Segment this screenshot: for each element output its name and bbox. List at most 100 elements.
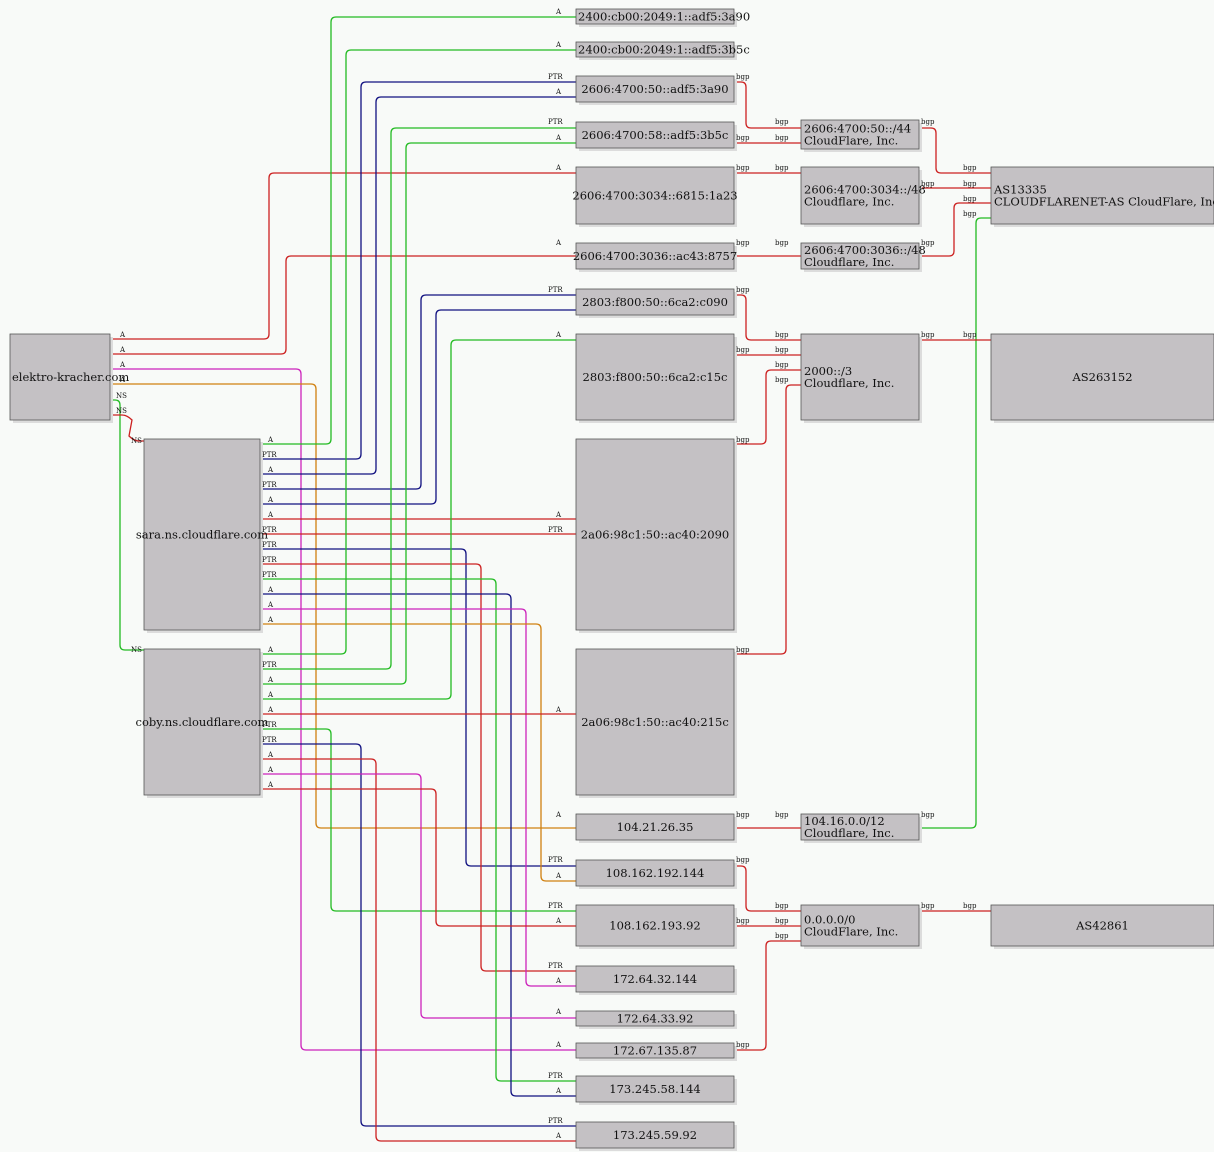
edge-label: A [267,466,274,474]
node-box [9,333,111,421]
edge-domain-a-ip6-5 [110,172,576,340]
node-box [800,166,920,225]
edge-label: bgp [775,118,789,126]
edge-label: PTR [262,526,277,534]
node-label: 172.67.135.87 [613,1044,697,1058]
node-box [575,813,735,841]
edge-sara-ptr-ip4-2 [260,548,576,867]
edge-label: bgp [963,331,977,339]
edge-label: A [555,1008,562,1016]
edge-label: bgp [775,134,789,142]
edge-label: bgp [736,164,750,172]
edge-label: PTR [262,541,277,549]
edge-bgp-pfx-3-as-1 [919,202,991,257]
node-label: coby.ns.cloudflare.com [136,715,269,729]
edge-label: A [267,436,274,444]
edge-domain-a-ip4-6 [110,368,576,1051]
edge-label: bgp [921,118,935,126]
edge-bgp-ip6-10-pfx-4 [734,384,801,655]
node-label: 2606:4700:3036::ac43:8757 [573,249,737,263]
edge-label: bgp [736,646,750,654]
edge-label: bgp [963,180,977,188]
node-box [575,288,735,316]
edge-label: A [267,496,274,504]
node-label: elektro-kracher.com [12,370,129,384]
edge-label: PTR [262,556,277,564]
node-ip6-5: 2606:4700:3034::6815:1a23 [572,166,738,227]
node-label: 2606:4700:3034::6815:1a23 [572,189,737,203]
edge-label: NS [131,437,142,445]
edge-label: PTR [262,661,277,669]
edge-label: A [555,134,562,142]
node-label: Cloudflare, Inc. [804,195,894,209]
edge-domain-a-ip6-6 [110,255,576,355]
edge-domain-ns-sara [110,414,144,442]
edge-bgp-ip6-7-pfx-4 [734,294,801,341]
edge-coby-a-ip6-8 [260,339,576,700]
node-box [575,75,735,103]
edge-label: A [555,1132,562,1140]
edge-label: A [555,8,562,16]
node-box [143,438,261,631]
node-label: sara.ns.cloudflare.com [136,528,268,542]
edge-sara-a-ip6-1 [260,16,576,445]
node-box [800,119,920,150]
node-ip4-5: 172.64.33.92 [575,1010,737,1029]
edge-coby-ptr-ip4-3 [260,728,576,912]
node-box [800,333,920,421]
node-ip6-10: 2a06:98c1:50::ac40:215c [575,648,737,798]
edge-label: bgp [736,856,750,864]
edge-bgp-ip4-2-pfx-6 [734,865,801,912]
edge-label: NS [116,407,127,415]
edge-sara-a-ip4-2 [260,623,576,882]
edge-sara-ptr-ip4-4 [260,563,576,972]
nodes-layer: elektro-kracher.com sara.ns.cloudflare.co… [9,8,1214,1151]
edge-label: bgp [963,164,977,172]
edge-coby-a-ip4-5 [260,773,576,1019]
node-label: 108.162.193.92 [609,919,700,933]
node-as-3: AS42861 [990,904,1214,949]
node-box [575,333,735,421]
edge-label: A [555,917,562,925]
node-ip6-7: 2803:f800:50::6ca2:c090 [575,288,737,318]
edge-bgp-ip6-3-pfx-1 [734,81,801,129]
edge-label: PTR [548,962,563,970]
node-box [575,1010,735,1027]
edge-label: bgp [775,932,789,940]
edge-label: bgp [736,134,750,142]
edge-label: bgp [736,346,750,354]
edge-sara-ptr-ip6-7 [260,294,576,490]
node-label: 2606:4700:58::adf5:3b5c [582,128,729,142]
edge-sara-a-ip4-7 [260,593,576,1097]
edge-label: A [267,706,274,714]
edges-layer [110,16,991,1142]
node-label: AS13335 [993,183,1047,197]
node-label: 173.245.58.144 [609,1082,700,1096]
edge-label: bgp [921,239,935,247]
node-box [575,121,735,149]
node-as-2: AS263152 [990,333,1214,423]
node-label: 0.0.0.0/0 [804,913,855,927]
edge-coby-a-ip4-8 [260,758,576,1142]
node-ip4-7: 173.245.58.144 [575,1075,737,1105]
node-ip6-2: 2400:cb00:2049:1::adf5:3b5c [575,41,750,60]
node-label: 2606:4700:3036::/48 [804,243,926,257]
node-box [800,813,920,841]
edge-label: bgp [963,210,977,218]
edge-label: PTR [262,721,277,729]
node-box [575,242,735,270]
edge-label: A [267,616,274,624]
node-label: 2803:f800:50::6ca2:c090 [582,295,728,309]
node-label: 173.245.59.92 [613,1128,697,1142]
node-ip4-3: 108.162.193.92 [575,904,737,949]
edge-label: bgp [775,811,789,819]
node-ip6-3: 2606:4700:50::adf5:3a90 [575,75,737,105]
edge-label: bgp [963,902,977,910]
node-label: CLOUDFLARENET-AS CloudFlare, Inc. [994,195,1214,209]
edge-label: bgp [736,1041,750,1049]
node-label: 2606:4700:50::/44 [804,122,911,136]
node-box [575,1042,735,1059]
edge-label: bgp [775,361,789,369]
